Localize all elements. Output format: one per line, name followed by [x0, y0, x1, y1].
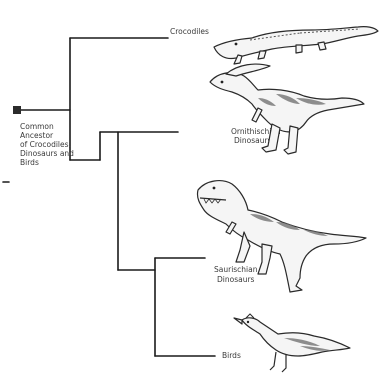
cladogram-tree [3, 38, 215, 356]
label-saurischian-line2: Dinosaurs [217, 275, 255, 284]
bird-illustration [234, 314, 350, 372]
label-ornithischian-line2: Dinosaurs [234, 136, 272, 145]
label-birds: Birds [222, 351, 241, 360]
label-common-ancestor: Common Ancestor of Crocodiles, Dinosaurs… [20, 122, 74, 167]
label-ancestor-line2: Ancestor [20, 131, 54, 140]
label-ancestor-line5: Birds [20, 158, 39, 167]
label-saurischian-line1: Saurischian [214, 265, 258, 274]
label-ancestor-line3: of Crocodiles, [20, 140, 71, 149]
crocodile-illustration [214, 27, 378, 64]
label-ancestor-line1: Common [20, 122, 54, 131]
label-saurischian: Saurischian Dinosaurs [214, 265, 258, 284]
label-ancestor-line4: Dinosaurs and [20, 149, 74, 158]
label-crocodiles: Crocodiles [170, 27, 209, 36]
ancestor-node [13, 106, 21, 114]
